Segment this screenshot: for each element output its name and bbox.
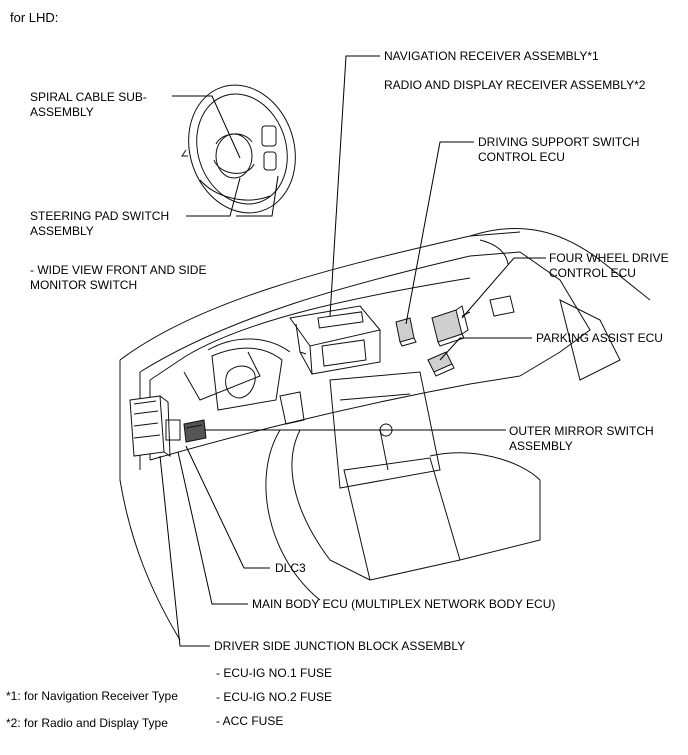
parking-assist-ecu-illustration <box>427 351 455 377</box>
label-outer-mirror-switch: OUTER MIRROR SWITCH ASSEMBLY <box>509 424 654 454</box>
label-steering-pad-line2: ASSEMBLY <box>30 224 94 238</box>
label-spiral-cable: SPIRAL CABLE SUB- ASSEMBLY <box>30 90 147 120</box>
dashboard-illustration <box>119 227 651 641</box>
label-parking-assist-ecu: PARKING ASSIST ECU <box>536 331 663 345</box>
label-radio-display-receiver: RADIO AND DISPLAY RECEIVER ASSEMBLY*2 <box>384 78 646 92</box>
label-wide-view-line2: MONITOR SWITCH <box>30 278 138 292</box>
fuse-item: - ECU-IG NO.2 FUSE <box>216 690 333 704</box>
label-dlc3: DLC3 <box>275 561 306 575</box>
page-title: for LHD: <box>10 10 59 25</box>
label-outer-mirror-line1: OUTER MIRROR SWITCH <box>509 424 654 438</box>
label-navigation-receiver: NAVIGATION RECEIVER ASSEMBLY*1 <box>384 49 599 63</box>
label-wide-view-line1: - WIDE VIEW FRONT AND SIDE <box>30 263 207 277</box>
label-steering-pad: STEERING PAD SWITCH ASSEMBLY <box>30 209 169 239</box>
four-wheel-drive-ecu-illustration <box>431 305 471 347</box>
junction-block-illustration <box>129 395 181 457</box>
label-spiral-cable-line1: SPIRAL CABLE SUB- <box>30 90 147 104</box>
footnote: *1: for Navigation Receiver Type <box>6 689 178 703</box>
navigation-receiver-illustration <box>289 305 381 375</box>
label-spiral-cable-line2: ASSEMBLY <box>30 105 94 119</box>
label-driving-support-line1: DRIVING SUPPORT SWITCH <box>478 135 640 149</box>
label-driving-support-line2: CONTROL ECU <box>478 150 565 164</box>
outer-mirror-switch-illustration <box>183 419 207 443</box>
label-four-wheel-drive-ecu: FOUR WHEEL DRIVE CONTROL ECU <box>549 251 669 281</box>
label-main-body-ecu: MAIN BODY ECU (MULTIPLEX NETWORK BODY EC… <box>252 597 556 611</box>
fuse-item: - ACC FUSE <box>216 714 284 728</box>
steering-wheel-illustration <box>181 84 296 214</box>
label-outer-mirror-line2: ASSEMBLY <box>509 439 573 453</box>
label-four-wheel-line2: CONTROL ECU <box>549 266 636 280</box>
footnote: *2: for Radio and Display Type <box>6 716 168 730</box>
label-driver-side-junction-block: DRIVER SIDE JUNCTION BLOCK ASSEMBLY <box>214 639 466 653</box>
label-steering-pad-line1: STEERING PAD SWITCH <box>30 209 170 223</box>
leader-lines <box>159 55 546 647</box>
label-wide-view-switch: - WIDE VIEW FRONT AND SIDE MONITOR SWITC… <box>30 263 206 293</box>
fuse-item: - ECU-IG NO.1 FUSE <box>216 666 333 680</box>
label-four-wheel-line1: FOUR WHEEL DRIVE <box>549 251 669 265</box>
label-driving-support-ecu: DRIVING SUPPORT SWITCH CONTROL ECU <box>478 135 640 165</box>
driving-support-ecu-illustration <box>395 317 417 347</box>
